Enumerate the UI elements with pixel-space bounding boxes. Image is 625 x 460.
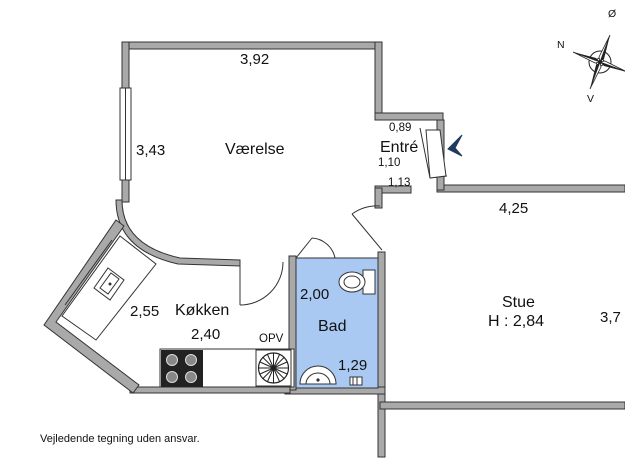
stue-bottom-wall	[379, 401, 625, 410]
bad-depth: 1,29	[338, 357, 368, 374]
entre-extra: 1,13	[388, 177, 411, 189]
stue-height: H : 2,84	[488, 313, 545, 330]
toilet-icon	[338, 269, 376, 295]
disclaimer: Vejledende tegning uden ansvar.	[40, 433, 200, 445]
vaerelse-depth: 3,43	[136, 142, 166, 159]
compass-rose-icon	[572, 34, 625, 90]
stove-icon	[161, 350, 203, 387]
bad-width: 2,00	[300, 286, 330, 303]
compass-north: N	[557, 39, 565, 51]
entrance-arrow-icon	[447, 134, 463, 157]
fan-icon	[255, 349, 292, 387]
vaerelse-label: Værelse	[225, 141, 285, 158]
entre-width: 0,89	[389, 122, 412, 134]
walls	[121, 41, 625, 458]
kokken-label: Køkken	[175, 302, 230, 319]
entrance-door-leaf	[425, 129, 447, 179]
stue-label: Stue	[502, 294, 535, 311]
kitchen-diagonal-wall	[43, 219, 140, 394]
entre-label: Entré	[380, 139, 419, 156]
compass-west: V	[587, 93, 595, 105]
window	[119, 87, 132, 181]
washbasin-icon	[299, 365, 337, 385]
stue-width: 4,25	[499, 200, 529, 217]
opv-label: OPV	[259, 333, 284, 345]
vaerelse-width: 3,92	[240, 51, 270, 68]
tap-icon	[349, 376, 363, 386]
kokken-depth: 2,55	[130, 303, 160, 320]
kokken-width: 2,40	[191, 326, 221, 343]
sink-icon	[93, 267, 125, 301]
compass-east: Ø	[608, 8, 617, 20]
entre-depth: 1,10	[378, 157, 401, 169]
stue-depth: 3,7	[600, 309, 621, 326]
bad-label: Bad	[318, 318, 347, 335]
